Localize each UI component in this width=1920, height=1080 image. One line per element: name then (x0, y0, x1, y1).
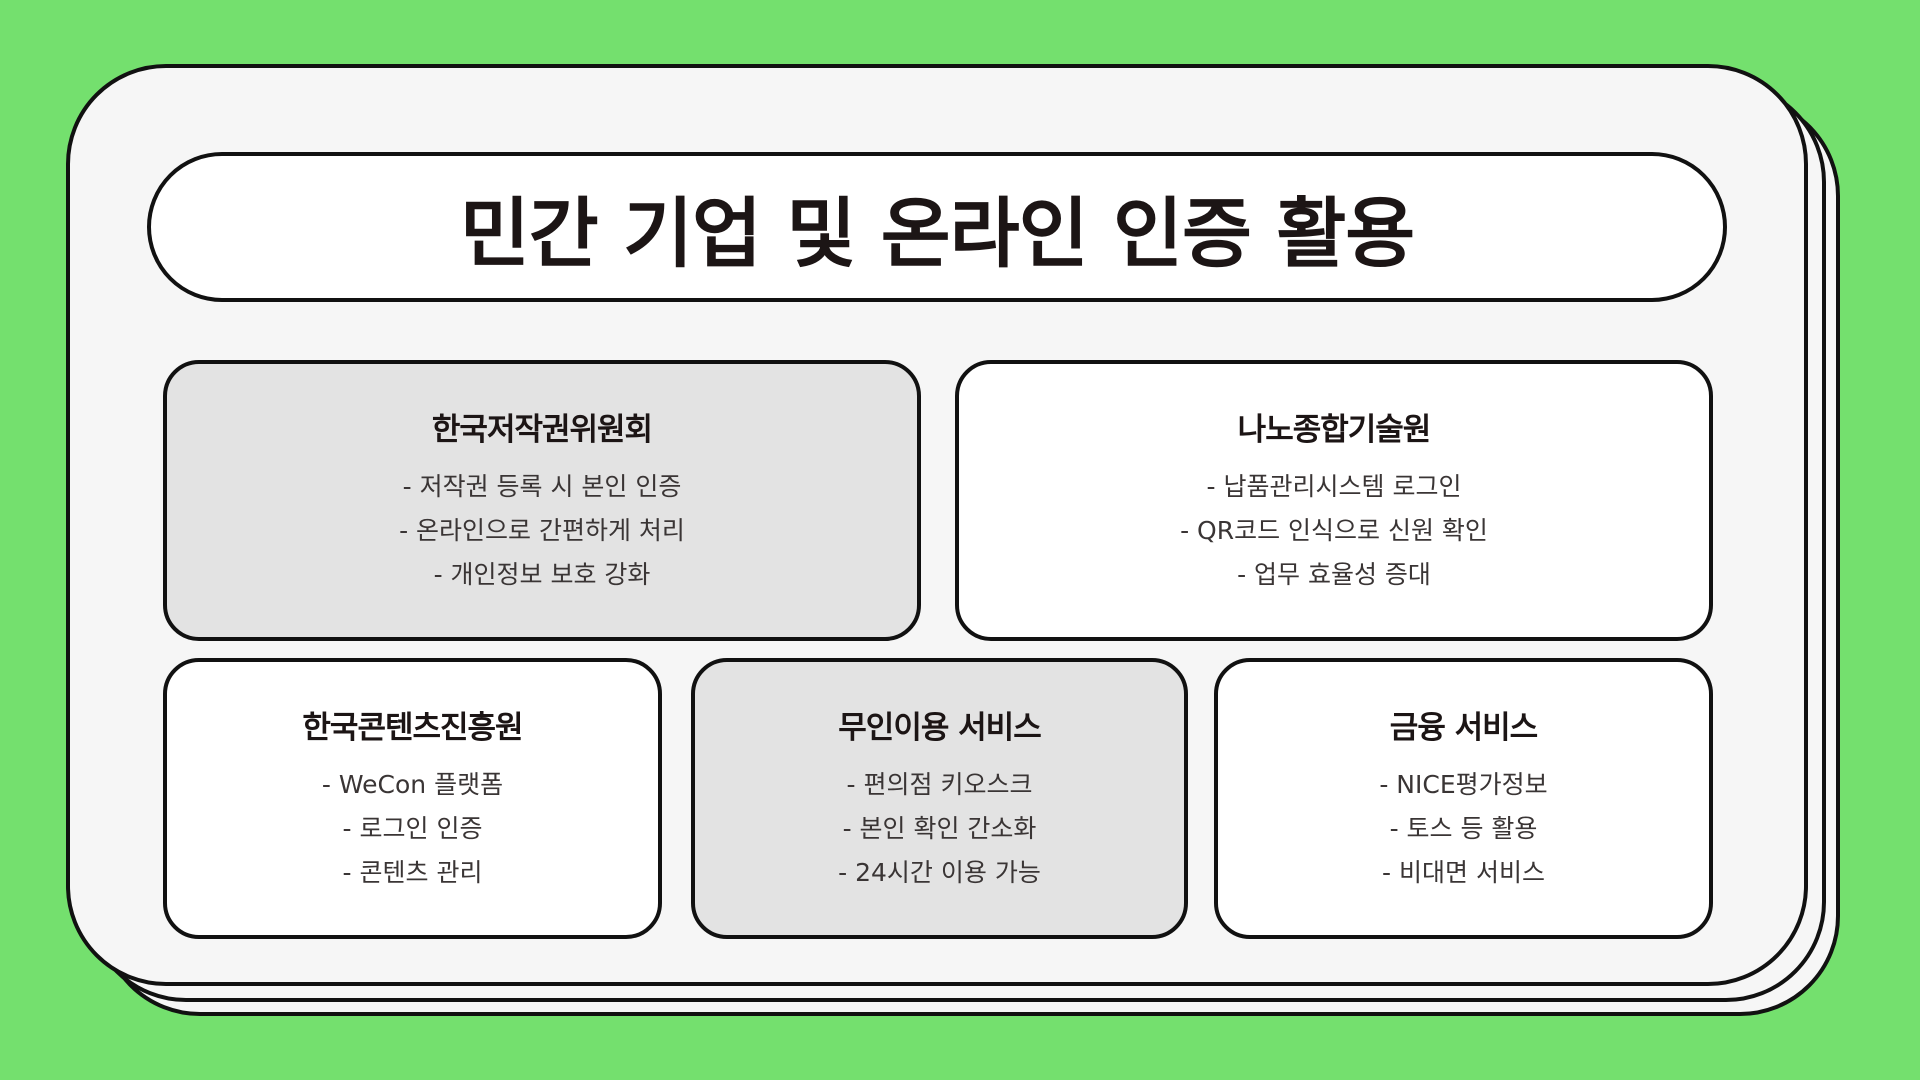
card-title: 한국저작권위원회 (431, 412, 653, 448)
card-title: 무인이용 서비스 (838, 710, 1041, 746)
card-item: - QR코드 인식으로 신원 확인 (1180, 516, 1488, 545)
card-copyright-commission: 한국저작권위원회 - 저작권 등록 시 본인 인증 - 온라인으로 간편하게 처… (163, 360, 921, 641)
card-content-agency: 한국콘텐츠진흥원 - WeCon 플랫폼 - 로그인 인증 - 콘텐츠 관리 (163, 658, 662, 939)
card-item: - NICE평가정보 (1379, 770, 1548, 799)
card-financial-service: 금융 서비스 - NICE평가정보 - 토스 등 활용 - 비대면 서비스 (1214, 658, 1713, 939)
card-item: - 24시간 이용 가능 (838, 858, 1041, 887)
card-item: - 로그인 인증 (342, 814, 483, 843)
card-item: - 온라인으로 간편하게 처리 (399, 516, 685, 545)
card-item: - 본인 확인 간소화 (842, 814, 1037, 843)
card-item: - 비대면 서비스 (1382, 858, 1545, 887)
card-title: 나노종합기술원 (1237, 412, 1432, 448)
card-item: - 편의점 키오스크 (846, 770, 1033, 799)
card-title: 금융 서비스 (1389, 710, 1538, 746)
title-banner: 민간 기업 및 온라인 인증 활용 (147, 152, 1727, 302)
card-unmanned-service: 무인이용 서비스 - 편의점 키오스크 - 본인 확인 간소화 - 24시간 이… (691, 658, 1188, 939)
card-item: - 업무 효율성 증대 (1237, 560, 1431, 589)
slide-title: 민간 기업 및 온라인 인증 활용 (459, 189, 1415, 278)
card-item: - 개인정보 보호 강화 (433, 560, 651, 589)
card-item: - 콘텐츠 관리 (342, 858, 483, 887)
card-item: - 저작권 등록 시 본인 인증 (402, 472, 682, 501)
card-title: 한국콘텐츠진흥원 (302, 710, 523, 746)
card-item: - 납품관리시스템 로그인 (1206, 472, 1462, 501)
card-item: - 토스 등 활용 (1389, 814, 1538, 843)
card-item: - WeCon 플랫폼 (321, 770, 504, 799)
card-nano-institute: 나노종합기술원 - 납품관리시스템 로그인 - QR코드 인식으로 신원 확인 … (955, 360, 1713, 641)
